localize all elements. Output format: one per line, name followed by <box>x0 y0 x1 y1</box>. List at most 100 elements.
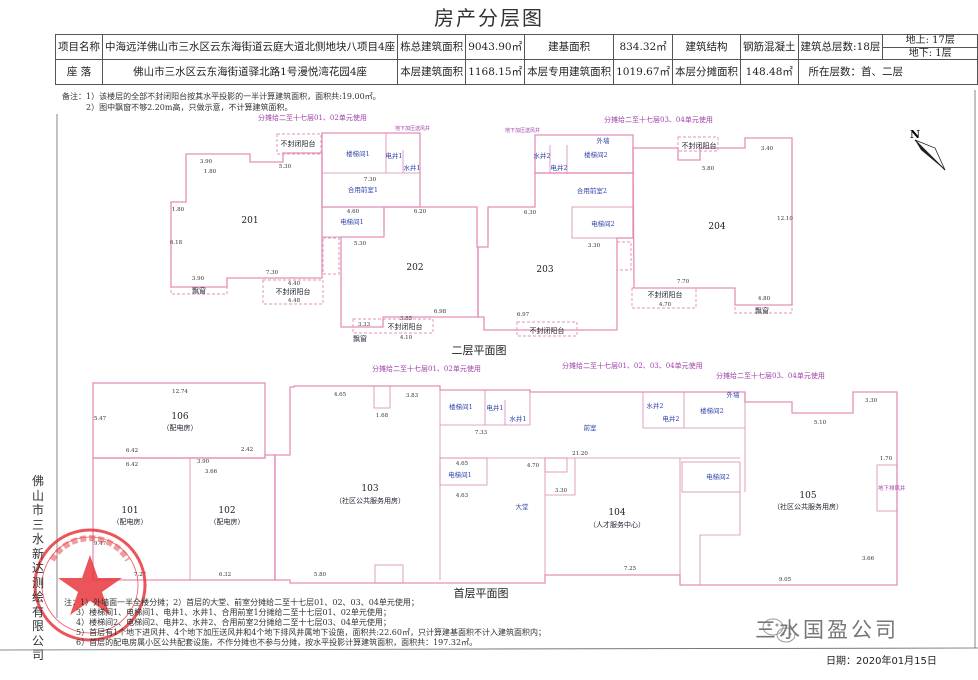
dimension: 5.47 <box>94 416 107 422</box>
dimension: 1.68 <box>376 413 389 419</box>
core-label: 前室 <box>584 423 598 432</box>
dimension: 1.80 <box>204 169 217 175</box>
allocation-note: 分摊给二至十七层01、02、03、04单元使用 <box>562 361 703 370</box>
dimension: 1.70 <box>880 456 893 462</box>
svg-text:101: 101 <box>121 506 138 516</box>
balcony-label: 不封闭阳台 <box>530 326 565 335</box>
dimension: 6.42 <box>126 462 138 468</box>
dimension: 4.80 <box>758 296 771 302</box>
second-floor-title: 二层平面图 <box>452 344 507 357</box>
shaft-label: 地下加压送风井 <box>395 125 430 132</box>
dimension: 3.66 <box>862 556 875 562</box>
dimension: 3.30 <box>555 488 568 494</box>
info-table: 项目名称 中海远洋佛山市三水区云东海街道云庭大道北侧地块八项目4座 栋总建筑面积… <box>55 34 978 85</box>
page-title: 房产分层图 <box>434 6 544 30</box>
shared-area-label: 本层分摊面积 <box>672 59 742 85</box>
balcony-label: 不封闭阳台 <box>276 287 311 296</box>
bay-window-label: 飘窗 <box>192 286 206 295</box>
dimension: 6.20 <box>414 209 427 215</box>
dimension: 6.98 <box>434 309 447 315</box>
location-value: 佛山市三水区云东海街道驿北路1号漫悦湾花园4座 <box>101 59 399 85</box>
note-3: 3）楼梯间1、电梯间1、电井1、水井1、合用前室1分摊给二至十七层01、02单元… <box>76 608 391 617</box>
svg-text:103: 103 <box>361 484 378 494</box>
floors-located: 所在层数：首、二层 <box>797 59 978 85</box>
north-arrow-icon: N <box>910 128 946 171</box>
dimension: 9.05 <box>779 577 792 583</box>
dimension: 5.80 <box>314 572 327 578</box>
balcony-label: 不封闭阳台 <box>648 290 683 299</box>
dimension: 7.33 <box>475 430 488 436</box>
dimension: 5.10 <box>814 420 827 426</box>
allocation-note: 分摊给二至十七层01、02单元使用 <box>258 113 367 122</box>
dimension: 4.60 <box>347 209 360 215</box>
project-label: 项目名称 <box>55 34 103 60</box>
svg-text:（社区公共服务用房）: （社区公共服务用房） <box>335 496 405 505</box>
svg-text:102: 102 <box>218 506 235 516</box>
dimension: 3.30 <box>588 243 601 249</box>
first-floor-plan: 分摊给二至十七层01、02单元使用 分摊给二至十七层01、02、03、04单元使… <box>92 361 906 600</box>
core-label: 电井2 <box>662 414 679 423</box>
balcony-label: 不封闭阳台 <box>682 141 717 150</box>
dimension: 7.27 <box>134 572 147 578</box>
core-label: 电井2 <box>550 163 567 172</box>
core-label: 外墙 <box>727 390 741 399</box>
core-label: 楼梯间2 <box>584 150 608 159</box>
shaft-label: 地下加压送风井 <box>505 127 540 134</box>
balcony <box>262 279 324 305</box>
dimension: 4.70 <box>527 463 540 469</box>
exclusive-area-value: 1019.67㎡ <box>613 59 674 85</box>
room-102: 102 （配电房） <box>210 506 245 526</box>
base-area-value: 834.32㎡ <box>613 34 674 60</box>
unit-202-outline <box>340 206 479 328</box>
frame-bottom <box>0 647 978 651</box>
dimension: 6.42 <box>126 448 138 454</box>
project-value: 中海远洋佛山市三水区云东海街道云庭大道北侧地块八项目4座 <box>101 34 399 60</box>
dimension: 4.65 <box>334 392 347 398</box>
north-label: N <box>910 128 920 141</box>
dimension: 7.30 <box>266 270 279 276</box>
first-floor-outline <box>274 385 898 586</box>
room-105: 105 （社区公共服务用房） <box>773 491 843 511</box>
room-204: 204 <box>708 222 725 232</box>
core-label: 水井1 <box>403 163 420 172</box>
date: 日期：2020年01月15日 <box>826 656 937 667</box>
note-5: 5）首层有1个地下进风井、4个地下加压送风井和4个地下排风井属地下设施，面积共:… <box>76 628 546 637</box>
core-label: 楼梯间1 <box>346 149 370 158</box>
core-label: 电井1 <box>385 151 402 160</box>
balcony-label: 不封闭阳台 <box>281 139 316 148</box>
dimension: 3.85 <box>400 316 413 322</box>
dimension: 5.30 <box>279 164 292 170</box>
room-103: 103 （社区公共服务用房） <box>335 484 405 505</box>
dimension: 3.90 <box>197 459 210 465</box>
dimension: 7.70 <box>677 279 690 285</box>
dimension: 4.70 <box>659 302 672 308</box>
dimension: 4.63 <box>456 493 469 499</box>
room-202: 202 <box>406 263 423 273</box>
dimension: 3.30 <box>865 398 878 404</box>
total-area-label: 栋总建筑面积 <box>397 34 467 60</box>
dimension: 3.90 <box>192 276 205 282</box>
dimension: 4.10 <box>400 335 413 341</box>
core-label: 电梯间1 <box>448 470 472 479</box>
room-201: 201 <box>241 216 258 226</box>
remark-1: 备注：1）该楼层的全部不封闭阳台按其水平投影的一半计算建筑面积，面积共:19.0… <box>62 92 381 101</box>
svg-text:（人才服务中心）: （人才服务中心） <box>589 520 645 529</box>
dimension: 6.97 <box>517 312 530 318</box>
dimension: 2.42 <box>241 447 253 453</box>
dimension: 6.30 <box>524 210 537 216</box>
bay-window <box>170 286 228 295</box>
shaft-label: 地下排风井 <box>878 484 906 492</box>
core-label: 合用前室1 <box>348 185 378 194</box>
second-floor-plan: 分摊给二至十七层01、02单元使用 分摊给二至十七层03、04单元使用 地下加压… <box>170 113 793 357</box>
floor-area-label: 本层建筑面积 <box>397 59 467 85</box>
exclusive-area-label: 本层专用建筑面积 <box>524 59 615 85</box>
dimension: 5.30 <box>354 241 367 247</box>
allocation-note: 分摊给二至十七层01、02单元使用 <box>372 364 481 373</box>
dimension: 9.47 <box>94 541 107 547</box>
dimension: 4.65 <box>456 461 469 467</box>
dimension: 5.80 <box>702 166 715 172</box>
dimension: 12.10 <box>777 216 793 222</box>
core-label: 水井2 <box>533 151 550 160</box>
balcony <box>276 133 322 155</box>
